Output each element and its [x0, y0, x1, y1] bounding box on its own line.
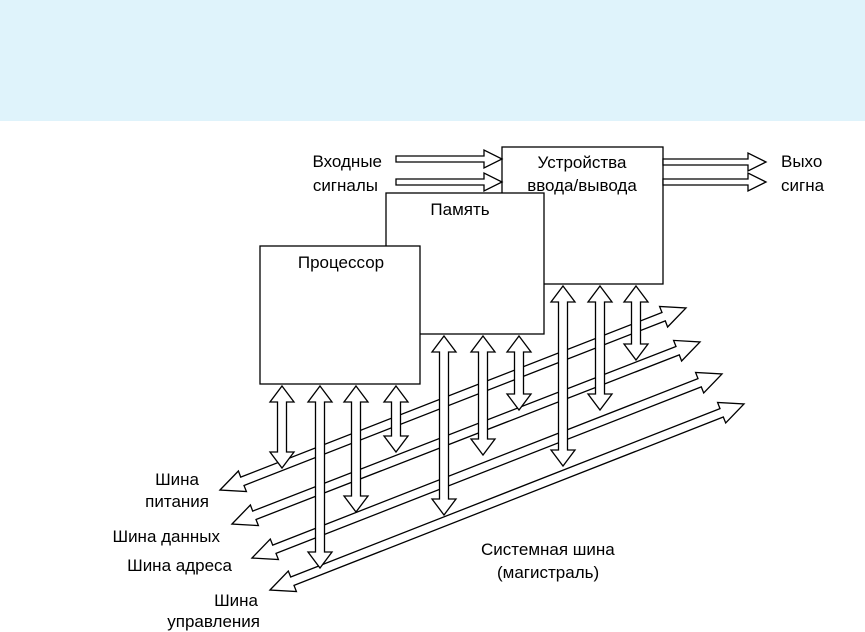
power-bus-label-line1: Шина — [155, 470, 199, 489]
memory-address-connector — [469, 334, 497, 457]
control-bus-arrow — [268, 401, 746, 593]
output-signals-label-line1: Выхо — [781, 152, 822, 171]
power-bus-arrow — [218, 305, 688, 493]
data-bus-arrow — [230, 339, 702, 527]
address-bus-label: Шина адреса — [127, 556, 232, 575]
io-device-label-line2: ввода/вывода — [527, 176, 637, 195]
processor-address-connector — [306, 384, 334, 570]
io-device-label-line1: Устройства — [538, 153, 627, 172]
io-data-connector — [549, 284, 577, 468]
control-bus-label-line1: Шина — [214, 591, 258, 610]
output-signal-arrow-2 — [662, 171, 768, 193]
output-signal-arrow-1 — [662, 151, 768, 173]
system-bus-label-line1: Системная шина — [481, 540, 615, 559]
processor-power-connector — [268, 384, 296, 470]
system-bus-label-line2: (магистраль) — [497, 563, 599, 582]
signal-arrows — [395, 148, 768, 193]
processor-data-connector — [342, 384, 370, 514]
processor-label: Процессор — [298, 253, 384, 272]
connection-arrows — [268, 284, 650, 570]
memory-label: Память — [430, 200, 489, 219]
input-signals-label-line2: сигналы — [313, 176, 378, 195]
io-control-connector — [622, 284, 650, 362]
bus-layer — [218, 305, 746, 593]
processor-box — [259, 245, 421, 385]
memory-control-connector — [505, 334, 533, 412]
io-address-connector — [586, 284, 614, 412]
header-band — [0, 0, 865, 121]
output-signals-label-line2: сигна — [781, 176, 825, 195]
input-signal-arrow-2 — [395, 171, 504, 193]
boxes-layer — [259, 146, 664, 385]
processor-control-connector — [382, 384, 410, 454]
input-signals-label-line1: Входные — [312, 152, 382, 171]
memory-data-connector — [430, 334, 458, 517]
data-bus-label: Шина данных — [112, 527, 220, 546]
control-bus-label-line2: управления — [167, 612, 260, 631]
power-bus-label-line2: питания — [145, 492, 209, 511]
input-signal-arrow-1 — [395, 148, 504, 170]
address-bus-arrow — [250, 371, 724, 561]
